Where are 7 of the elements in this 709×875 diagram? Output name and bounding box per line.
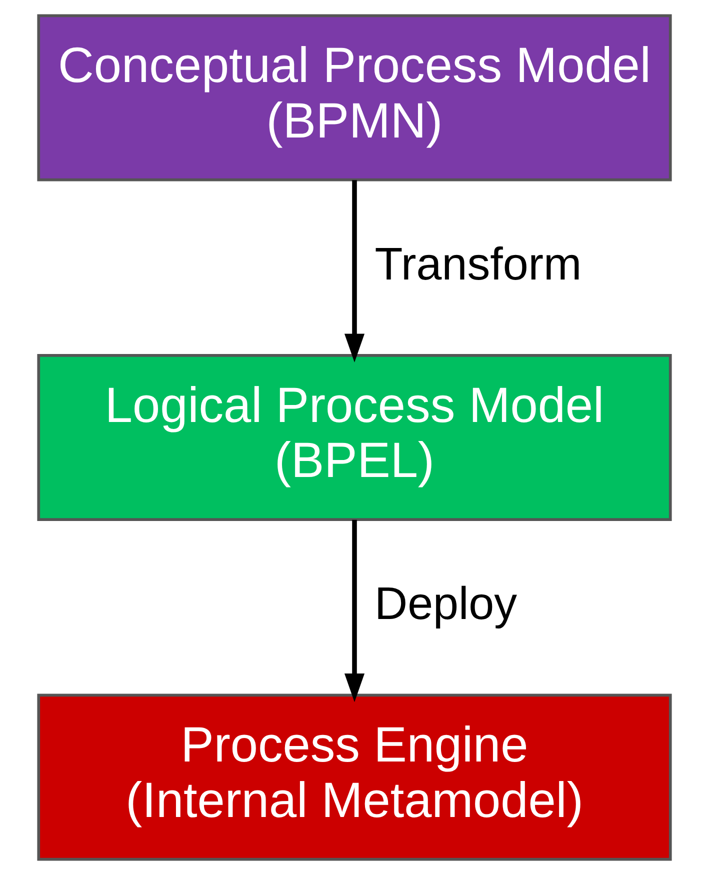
node-box: Logical Process Model (BPEL) bbox=[37, 354, 672, 521]
edge-label: Deploy bbox=[374, 578, 518, 630]
node-box: Process Engine (Internal Metamodel) bbox=[37, 694, 672, 861]
edge-label: Transform bbox=[374, 238, 582, 290]
arrow bbox=[344, 520, 365, 702]
arrow bbox=[344, 180, 365, 362]
node-box: Conceptual Process Model (BPMN) bbox=[37, 14, 672, 182]
